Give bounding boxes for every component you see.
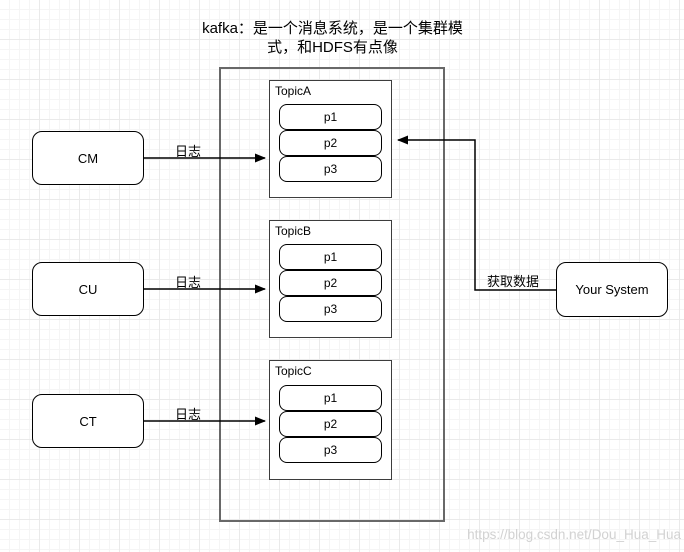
kafka-cluster-container <box>219 67 445 522</box>
node-your-system-label: Your System <box>575 282 649 297</box>
node-cu-label: CU <box>78 281 98 297</box>
topic-b-label: TopicB <box>275 224 312 238</box>
csdn-watermark: https://blog.csdn.net/Dou_Hua_Hua <box>467 527 681 542</box>
topic-b-partition-p3: p3 <box>279 296 382 322</box>
edge-label-log-cm: 日志 <box>174 144 201 159</box>
node-ct-label: CT <box>79 413 97 429</box>
node-your-system: Your System <box>556 262 668 317</box>
node-cu: CU <box>32 262 144 316</box>
topic-a-partition-p2: p2 <box>279 130 382 156</box>
node-cm: CM <box>32 131 144 185</box>
topic-c-partition-p2: p2 <box>279 411 382 437</box>
topic-box-a: TopicA p1 p2 p3 <box>269 80 392 198</box>
edge-label-fetch-data: 获取数据 <box>486 274 539 289</box>
title-line-1: kafka：是一个消息系统，是一个集群模 <box>202 20 463 37</box>
topic-b-partition-p1: p1 <box>279 244 382 270</box>
edge-label-log-cu: 日志 <box>174 275 201 290</box>
topic-c-label: TopicC <box>275 364 312 378</box>
edge-label-log-ct: 日志 <box>174 407 201 422</box>
node-ct: CT <box>32 394 144 448</box>
node-cm-label: CM <box>77 150 99 166</box>
topic-c-partition-p1: p1 <box>279 385 382 411</box>
topic-a-label: TopicA <box>275 84 312 98</box>
topic-box-b: TopicB p1 p2 p3 <box>269 220 392 338</box>
topic-a-partition-p1: p1 <box>279 104 382 130</box>
topic-a-partition-p3: p3 <box>279 156 382 182</box>
topic-b-partition-p2: p2 <box>279 270 382 296</box>
topic-box-c: TopicC p1 p2 p3 <box>269 360 392 480</box>
diagram-title: kafka：是一个消息系统，是一个集群模 式，和HDFS有点像 <box>180 19 485 57</box>
topic-c-partition-p3: p3 <box>279 437 382 463</box>
title-line-2: 式，和HDFS有点像 <box>267 39 398 56</box>
